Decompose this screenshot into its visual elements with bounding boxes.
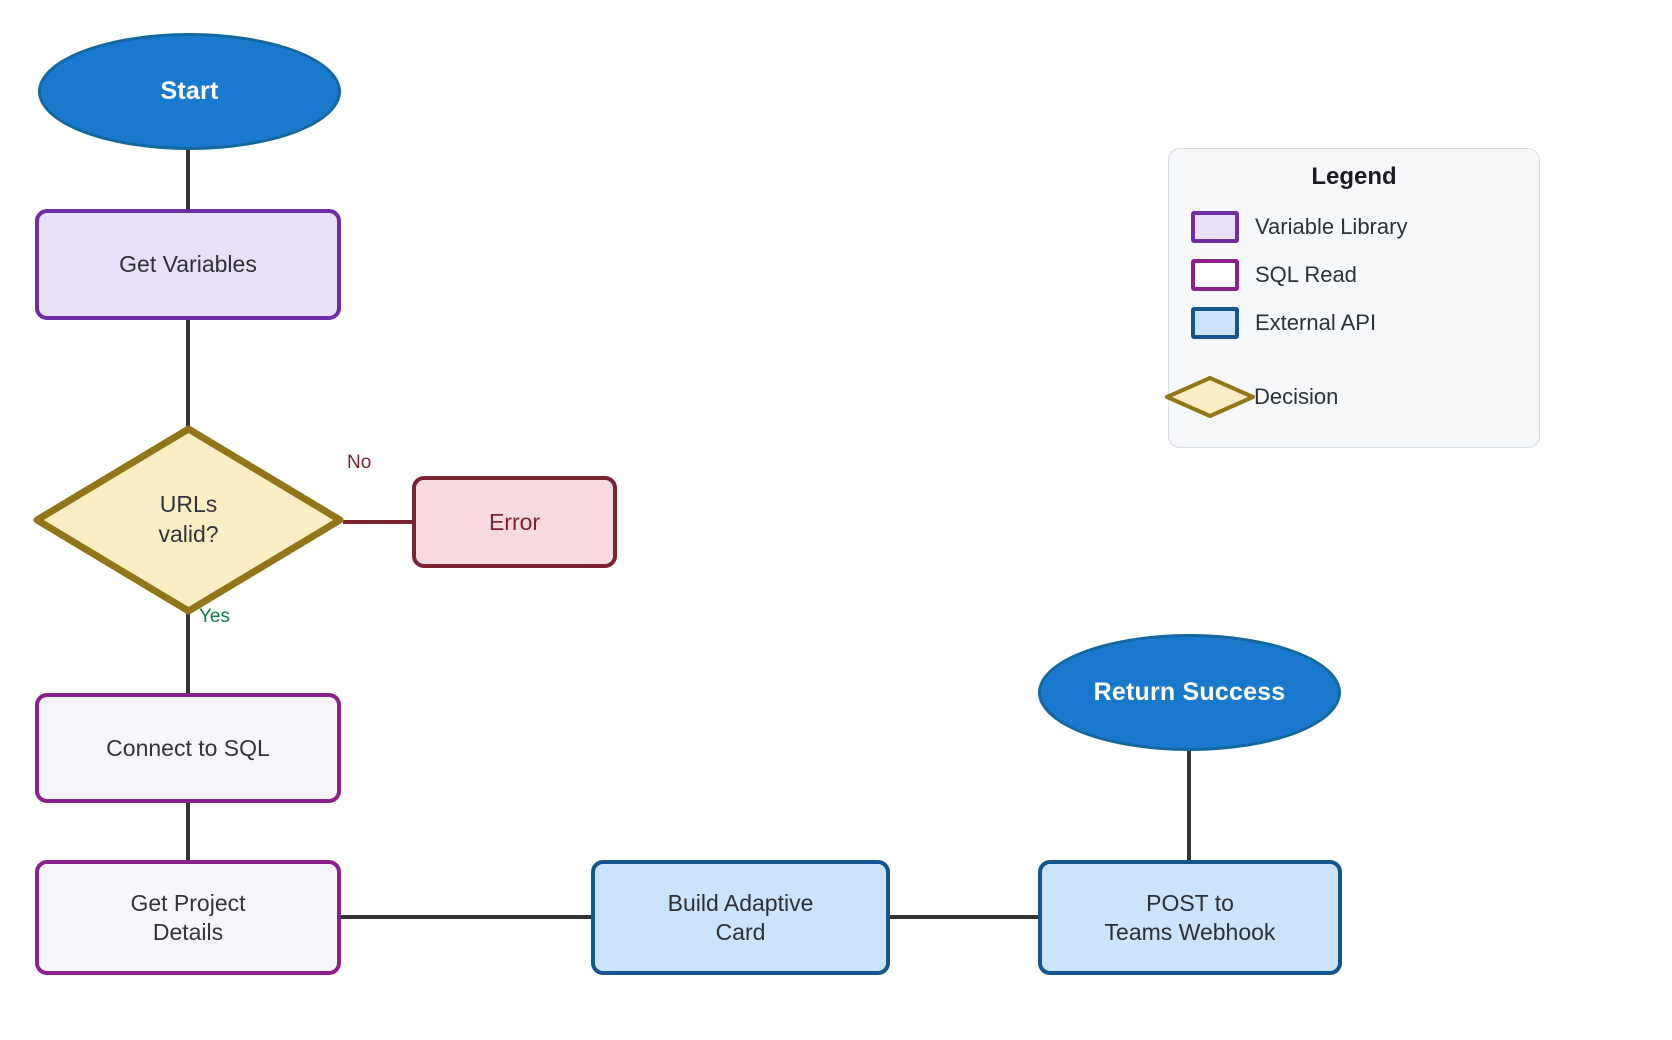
edge-decision-to-connectsql [186, 610, 190, 696]
legend-item-sql-read: SQL Read [1191, 259, 1357, 291]
node-start[interactable]: Start [38, 33, 341, 150]
legend-panel: Legend Variable Library SQL Read Externa… [1165, 148, 1540, 448]
node-urls-valid-label: URLs valid? [158, 490, 218, 550]
legend-item-sql-read-label: SQL Read [1255, 262, 1357, 287]
node-error[interactable]: Error [412, 476, 617, 568]
node-build-adaptive-card-line1: Build Adaptive [667, 889, 814, 916]
edge-postteams-to-success [1187, 747, 1191, 863]
node-start-label: Start [160, 76, 219, 105]
edge-start-to-getvars [186, 146, 190, 212]
node-return-success-label: Return Success [1093, 677, 1286, 706]
node-get-project-details[interactable]: Get Project Details [35, 860, 341, 975]
legend-item-decision: Decision [1164, 375, 1338, 419]
node-get-project-details-line1: Get Project [130, 889, 246, 916]
node-get-variables-label: Get Variables [119, 251, 257, 278]
diamond-shape [33, 425, 344, 615]
edge-decision-to-error [343, 520, 415, 524]
node-urls-valid-decision[interactable]: URLs valid? [32, 424, 345, 616]
legend-item-external-api: External API [1191, 307, 1376, 339]
node-post-to-teams-webhook-line2: Teams Webhook [1104, 918, 1276, 945]
node-post-to-teams-webhook[interactable]: POST to Teams Webhook [1038, 860, 1342, 975]
edge-label-no: No [344, 452, 375, 474]
node-urls-valid-line1: URLs [159, 491, 218, 518]
node-get-variables[interactable]: Get Variables [35, 209, 341, 320]
sql-read-swatch-icon [1191, 259, 1239, 291]
edge-label-yes: Yes [196, 606, 233, 628]
edge-connectsql-to-projdetails [186, 800, 190, 863]
node-return-success[interactable]: Return Success [1038, 634, 1341, 751]
node-get-project-details-line2: Details [152, 918, 224, 945]
legend-item-decision-label: Decision [1254, 384, 1339, 409]
external-api-swatch-icon [1191, 307, 1239, 339]
decision-swatch-icon [1164, 375, 1255, 419]
node-urls-valid-line2: valid? [158, 521, 219, 547]
legend-item-variable-library: Variable Library [1191, 211, 1407, 243]
variable-library-swatch-icon [1191, 211, 1239, 243]
node-build-adaptive-card[interactable]: Build Adaptive Card [591, 860, 890, 975]
node-post-to-teams-webhook-line1: POST to [1146, 889, 1234, 916]
edge-adaptive-to-postteams [888, 915, 1041, 919]
legend-item-variable-library-label: Variable Library [1255, 214, 1408, 239]
node-build-adaptive-card-line2: Card [715, 918, 766, 945]
legend-item-external-api-label: External API [1255, 310, 1377, 335]
edge-projdetails-to-adaptive [338, 915, 593, 919]
node-connect-to-sql[interactable]: Connect to SQL [35, 693, 341, 803]
node-error-label: Error [488, 508, 541, 535]
edge-getvars-to-decision [186, 317, 190, 427]
node-connect-to-sql-label: Connect to SQL [106, 734, 270, 761]
legend-title: Legend [1311, 163, 1397, 190]
